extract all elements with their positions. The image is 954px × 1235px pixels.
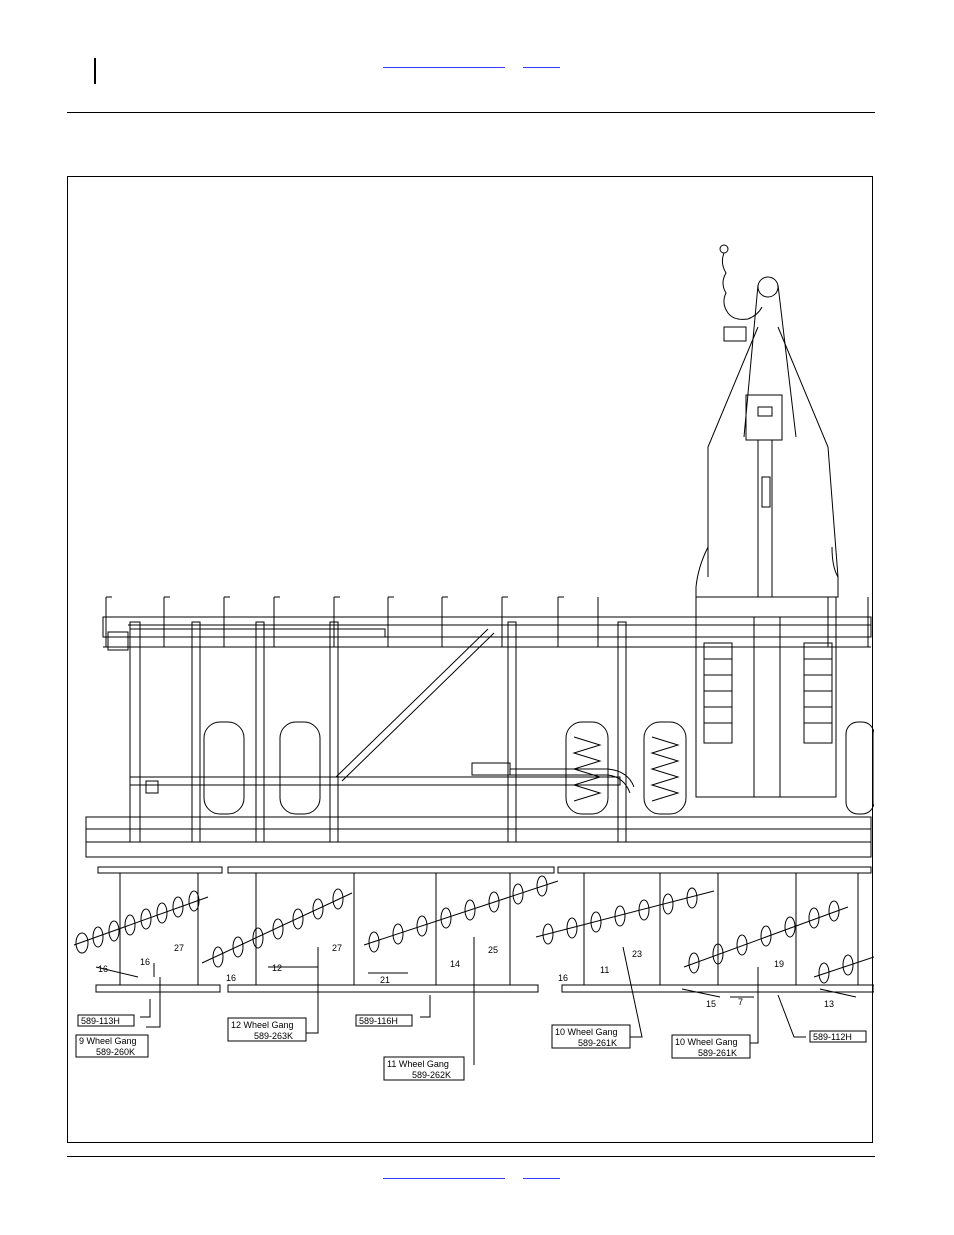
svg-text:12 Wheel Gang: 12 Wheel Gang <box>231 1020 294 1030</box>
main-frame <box>103 597 871 842</box>
svg-text:9 Wheel Gang: 9 Wheel Gang <box>79 1036 137 1046</box>
dim-label: 13 <box>824 999 834 1009</box>
svg-text:589-116H: 589-116H <box>359 1016 398 1026</box>
dim-label: 15 <box>706 999 716 1009</box>
dim-label: 11 <box>600 965 609 975</box>
svg-text:10 Wheel Gang: 10 Wheel Gang <box>555 1027 618 1037</box>
svg-text:589-261K: 589-261K <box>698 1048 737 1058</box>
part-label-589-116h: 589-116H <box>356 1015 412 1026</box>
gang-label-9-wheel: 9 Wheel Gang 589-260K <box>76 1035 148 1057</box>
gang-label-12-wheel: 12 Wheel Gang 589-263K <box>228 1018 306 1041</box>
part-label-589-112h: 589-112H <box>810 1031 866 1042</box>
implement-diagram: 16 16 27 16 12 27 21 14 25 16 11 23 15 7… <box>68 177 874 1144</box>
tires <box>204 722 874 814</box>
dim-label: 16 <box>558 973 568 983</box>
dim-label: 12 <box>272 963 282 973</box>
svg-text:589-112H: 589-112H <box>813 1032 852 1042</box>
header-margin-bar <box>94 58 96 84</box>
hitch-tongue <box>696 245 838 597</box>
dim-label: 21 <box>380 975 390 985</box>
dim-label: 16 <box>98 964 108 974</box>
header-link-2[interactable] <box>523 67 560 68</box>
svg-text:589-261K: 589-261K <box>578 1038 617 1048</box>
dim-label: 14 <box>450 959 460 969</box>
svg-text:11 Wheel Gang: 11 Wheel Gang <box>387 1059 449 1069</box>
footer-rule <box>67 1156 875 1157</box>
svg-text:589-260K: 589-260K <box>96 1047 135 1057</box>
dim-label: 16 <box>226 973 236 983</box>
part-label-589-113h: 589-113H <box>78 1015 134 1026</box>
dim-label: 23 <box>632 949 642 959</box>
figure-frame: 16 16 27 16 12 27 21 14 25 16 11 23 15 7… <box>67 176 873 1143</box>
svg-text:589-263K: 589-263K <box>254 1031 293 1041</box>
dim-label: 27 <box>332 943 342 953</box>
footer-link-1[interactable] <box>383 1178 505 1179</box>
dim-label: 25 <box>488 945 498 955</box>
svg-text:10 Wheel Gang: 10 Wheel Gang <box>675 1037 738 1047</box>
svg-text:589-113H: 589-113H <box>81 1016 120 1026</box>
gang-label-11-wheel: 11 Wheel Gang 589-262K <box>384 1057 464 1080</box>
dim-label: 27 <box>174 943 184 953</box>
footer-link-2[interactable] <box>523 1178 560 1179</box>
lower-frame <box>86 817 874 992</box>
gang-label-10-wheel-b: 10 Wheel Gang 589-261K <box>672 1035 750 1058</box>
header-link-1[interactable] <box>383 67 505 68</box>
hydraulic-block <box>696 597 836 797</box>
dim-label: 7 <box>738 997 743 1007</box>
gang-label-10-wheel-a: 10 Wheel Gang 589-261K <box>552 1025 630 1048</box>
header-rule <box>67 112 875 113</box>
svg-text:589-262K: 589-262K <box>412 1070 451 1080</box>
dim-label: 19 <box>774 959 784 969</box>
dim-label: 16 <box>140 957 150 967</box>
